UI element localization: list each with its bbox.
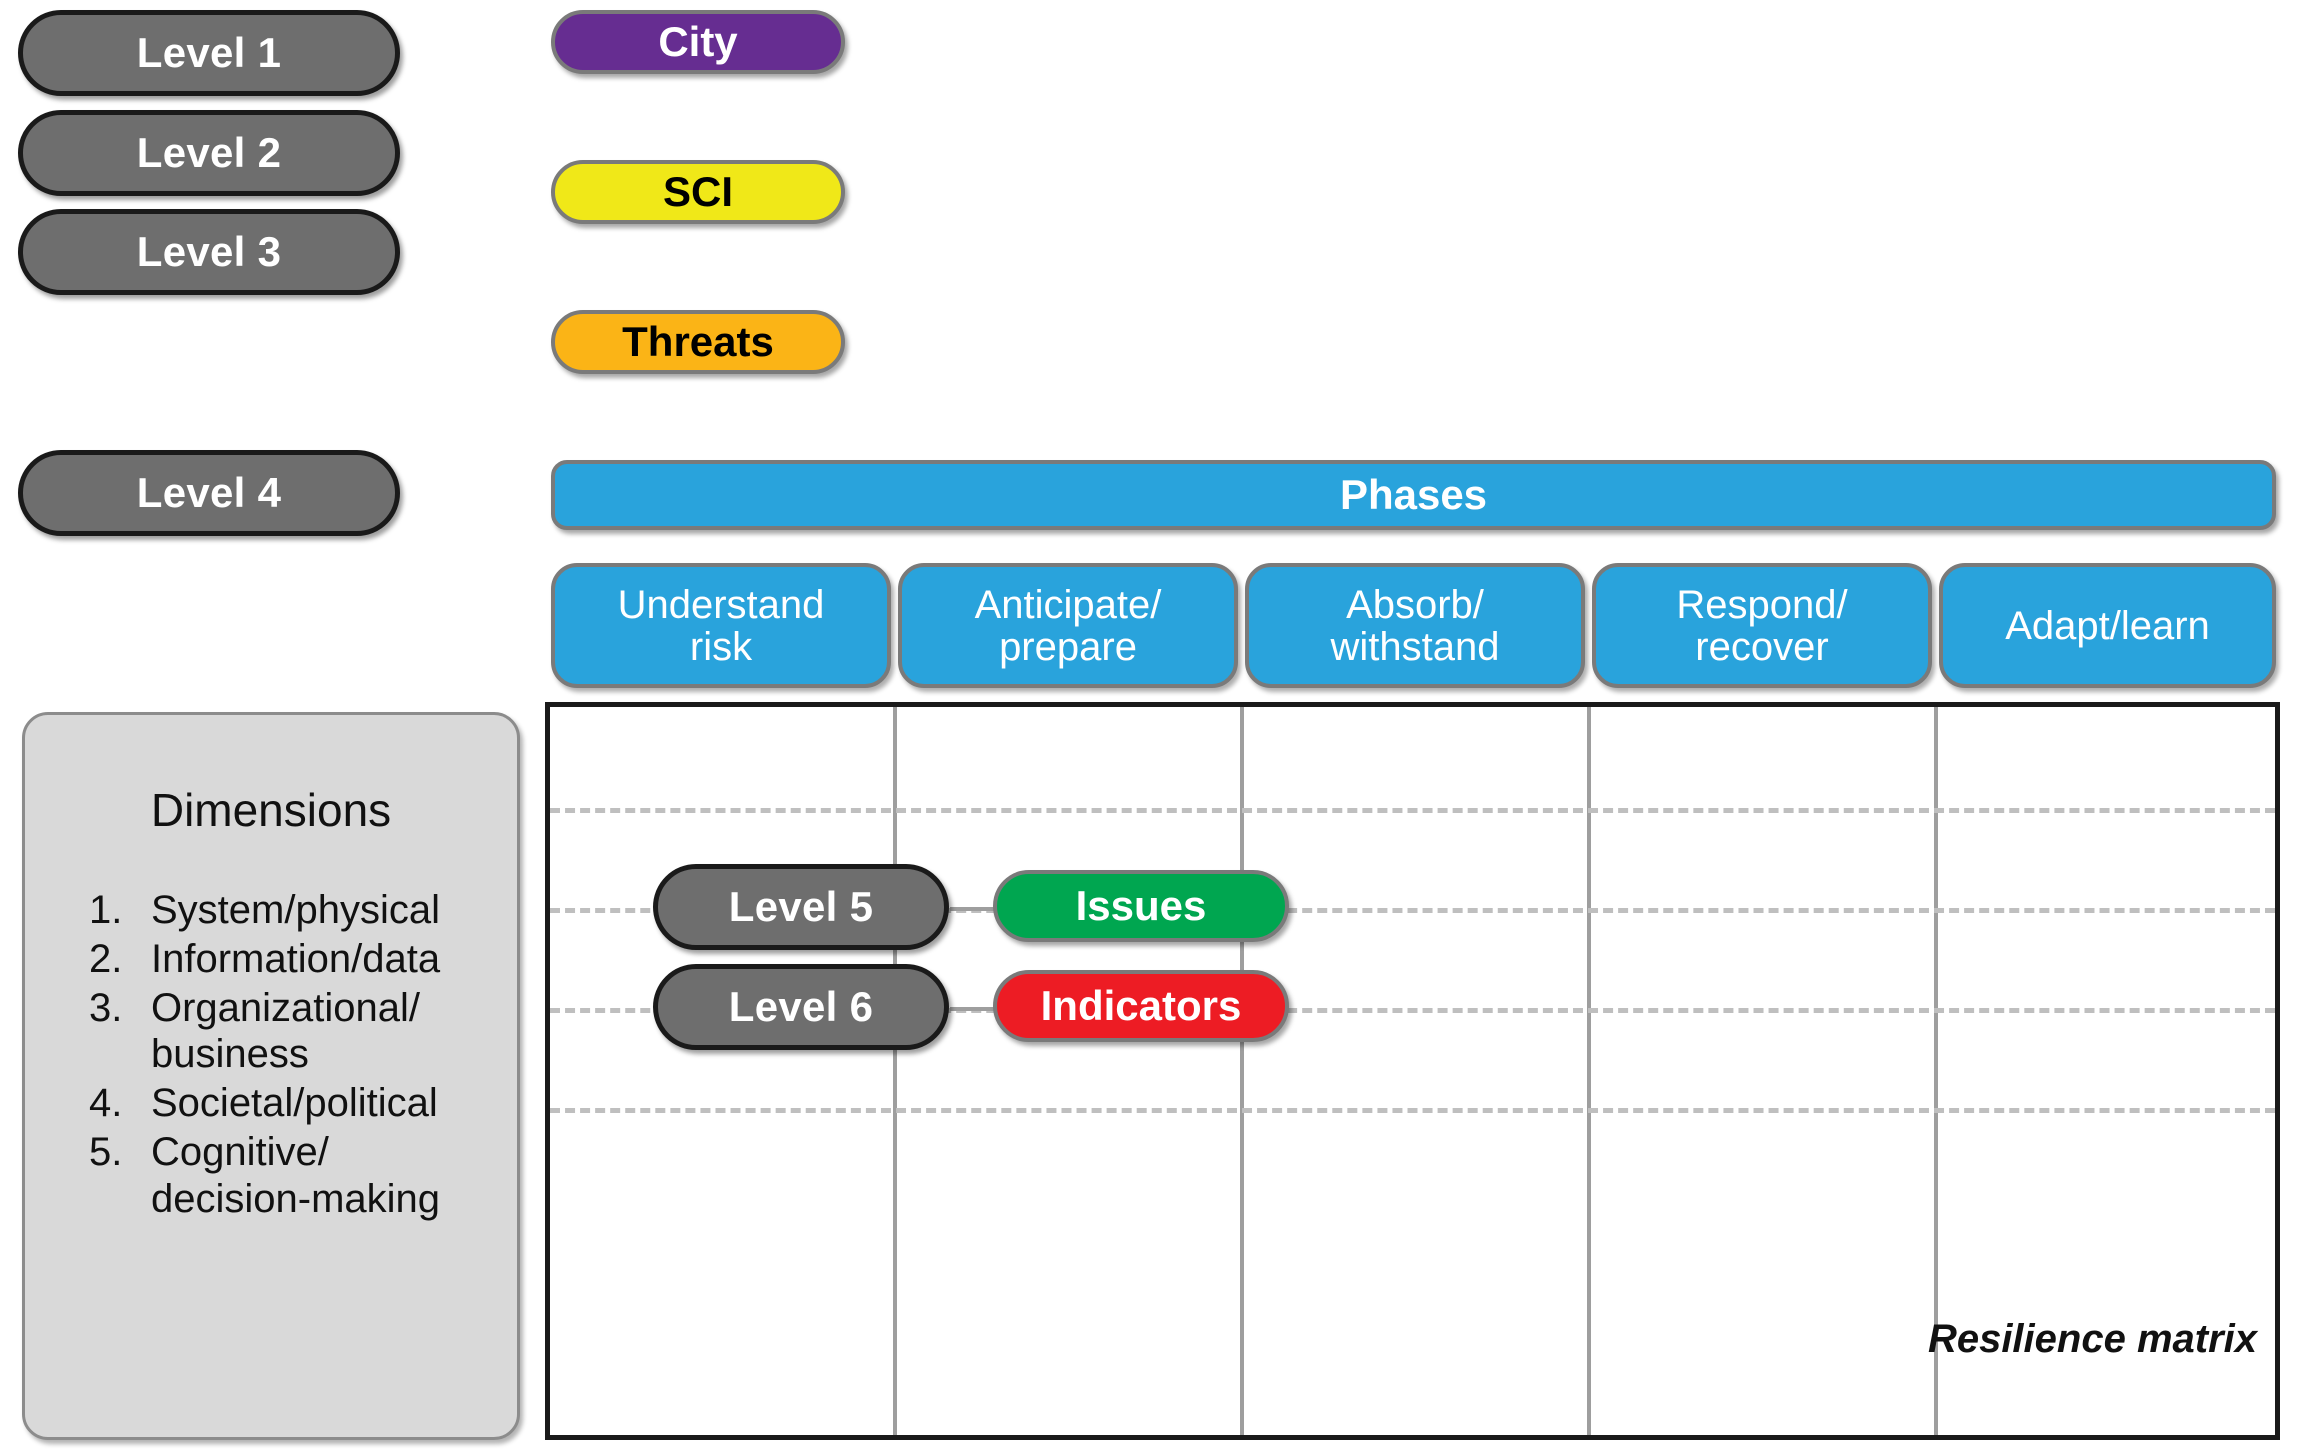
dimension-item-3: 3. Organizational/ business: [89, 985, 503, 1079]
matrix-row-divider-4: [550, 1108, 2275, 1113]
matrix-column-divider-4: [1934, 707, 1938, 1435]
dimension-item-5-number: 5.: [89, 1129, 123, 1174]
level-pill-2-label: Level 2: [136, 129, 282, 177]
matrix-row-divider-1: [550, 808, 2275, 813]
matrix-row-divider-3: [550, 1008, 2275, 1013]
dimension-item-3-number: 3.: [89, 985, 123, 1030]
concept-pill-city-label: City: [658, 18, 738, 66]
connector-level5-issues: [950, 907, 1010, 911]
resilience-matrix-caption: Resilience matrix: [1927, 1317, 2257, 1361]
level-pill-3-label: Level 3: [136, 228, 282, 276]
dimension-item-4-number: 4.: [89, 1081, 123, 1126]
level-pill-4-label: Level 4: [136, 469, 282, 517]
phase-box-anticipate-prepare-label: Anticipate/ prepare: [974, 582, 1162, 669]
dimension-item-1-label: System/physical: [151, 888, 440, 932]
dimension-item-2: 2. Information/data: [89, 936, 503, 983]
connector-level6-indicators: [950, 1007, 1010, 1011]
dimension-item-2-label: Information/data: [151, 936, 441, 981]
level-pill-1[interactable]: Level 1: [18, 10, 400, 96]
matrix-row-divider-2: [550, 908, 2275, 913]
matrix-column-divider-3: [1587, 707, 1591, 1435]
phase-box-respond-recover[interactable]: Respond/ recover: [1592, 563, 1932, 688]
dimension-item-1: 1. System/physical: [89, 887, 503, 934]
concept-pill-threats[interactable]: Threats: [551, 310, 845, 374]
dimension-item-4: 4. Societal/political: [89, 1080, 503, 1127]
level-pill-6-label: Level 6: [728, 983, 874, 1031]
dimensions-title: Dimensions: [150, 784, 392, 836]
level-pill-5-label: Level 5: [728, 883, 874, 931]
phase-box-understand-risk-label: Understand risk: [617, 582, 825, 669]
phase-box-adapt-learn-label: Adapt/learn: [2005, 603, 2210, 648]
dimension-item-2-number: 2.: [89, 936, 123, 981]
phase-box-absorb-withstand-label: Absorb/ withstand: [1330, 582, 1500, 669]
resilience-matrix: Level 5 Level 6 Issues Indicators Resili…: [545, 702, 2280, 1440]
concept-pill-city[interactable]: City: [551, 10, 845, 74]
phase-box-anticipate-prepare[interactable]: Anticipate/ prepare: [898, 563, 1238, 688]
level-pill-3[interactable]: Level 3: [18, 209, 400, 295]
dimension-item-5: 5. Cognitive/ decision-making: [89, 1129, 503, 1223]
dimension-item-1-number: 1.: [89, 888, 123, 932]
concept-pill-sci[interactable]: SCI: [551, 160, 845, 224]
level-pill-6[interactable]: Level 6: [653, 964, 949, 1050]
concept-pill-issues-label: Issues: [1075, 882, 1207, 930]
dimensions-panel: Dimensions 1. System/physical 2. Informa…: [22, 712, 520, 1440]
concept-pill-threats-label: Threats: [622, 318, 774, 366]
matrix-column-divider-2: [1240, 707, 1244, 1435]
phase-box-respond-recover-label: Respond/ recover: [1676, 582, 1848, 669]
dimension-item-5-label: Cognitive/ decision-making: [151, 1129, 441, 1221]
concept-pill-indicators-label: Indicators: [1040, 982, 1242, 1030]
concept-pill-sci-label: SCI: [662, 168, 733, 216]
dimension-item-3-label: Organizational/ business: [151, 985, 421, 1077]
concept-pill-indicators[interactable]: Indicators: [993, 970, 1289, 1042]
phase-box-adapt-learn[interactable]: Adapt/learn: [1939, 563, 2276, 688]
concept-pill-issues[interactable]: Issues: [993, 870, 1289, 942]
phases-header-label: Phases: [1339, 471, 1488, 519]
phases-header-bar[interactable]: Phases: [551, 460, 2276, 530]
phase-box-understand-risk[interactable]: Understand risk: [551, 563, 891, 688]
phase-box-absorb-withstand[interactable]: Absorb/ withstand: [1245, 563, 1585, 688]
level-pill-5[interactable]: Level 5: [653, 864, 949, 950]
level-pill-1-label: Level 1: [136, 29, 282, 77]
dimension-item-4-label: Societal/political: [151, 1081, 438, 1126]
level-pill-4[interactable]: Level 4: [18, 450, 400, 536]
matrix-column-divider-1: [893, 707, 897, 1435]
level-pill-2[interactable]: Level 2: [18, 110, 400, 196]
dimensions-list: 1. System/physical 2. Information/data 3…: [25, 887, 517, 1223]
